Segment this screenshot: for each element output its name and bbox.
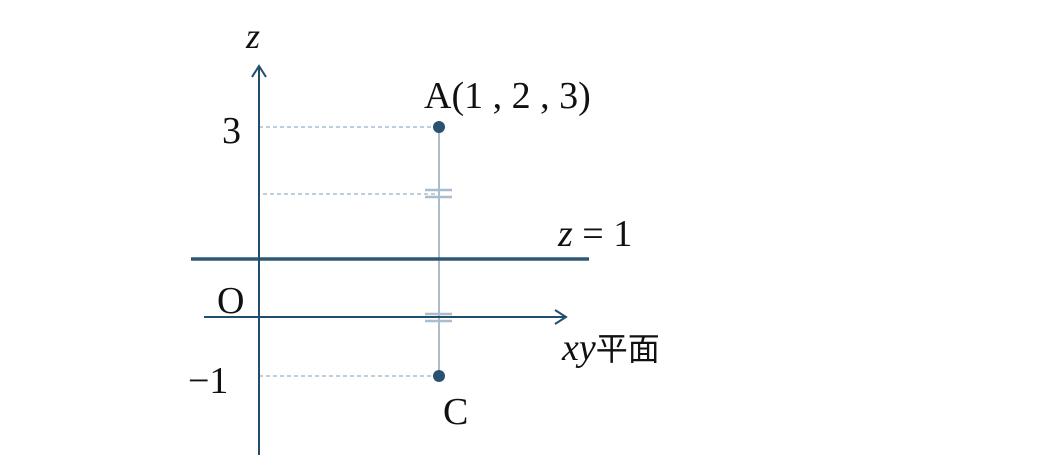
tick-label-3: 3: [222, 110, 241, 152]
point-a-label: A(1 , 2 , 3): [424, 75, 591, 117]
tick-label-minus1: −1: [188, 360, 228, 402]
point-c-label: C: [443, 391, 468, 433]
equal-mark-upper: [425, 188, 452, 199]
xy-plane-label: xy平面: [561, 327, 660, 369]
point-c: [433, 370, 445, 382]
z-axis-arrow-icon: [251, 64, 267, 78]
equal-mark-lower: [425, 312, 452, 323]
point-a: [433, 121, 445, 133]
origin-label: O: [217, 280, 244, 322]
xy-axis-arrow-icon: [554, 309, 568, 325]
plane-z1-label: z = 1: [557, 213, 632, 255]
z-axis-label: z: [245, 16, 260, 56]
